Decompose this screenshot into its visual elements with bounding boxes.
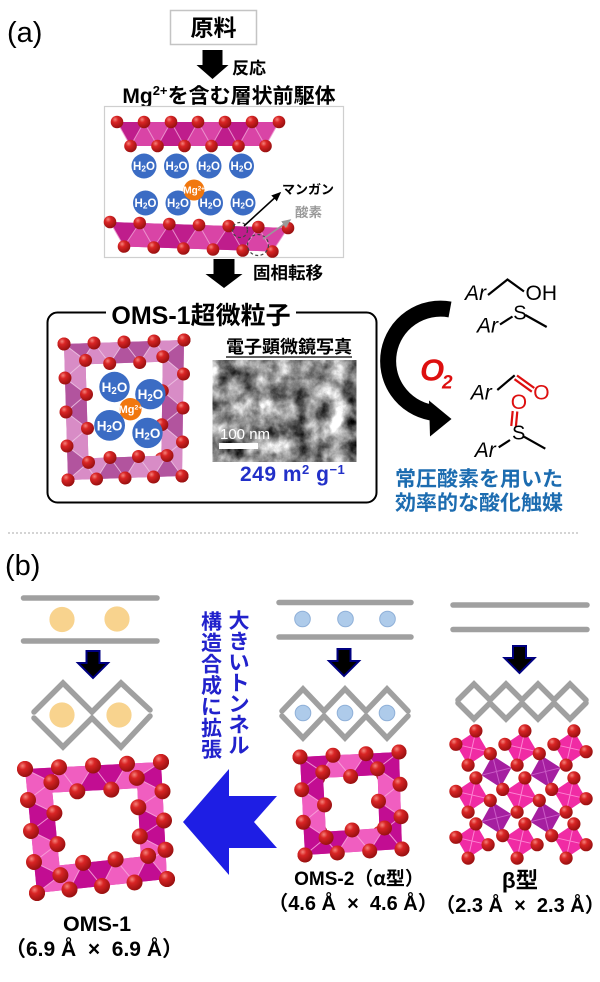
svg-text:H2O: H2O: [135, 426, 161, 443]
svg-text:H2O: H2O: [232, 198, 254, 211]
svg-text:2.3 Å × 2.3 Å: 2.3 Å × 2.3 Å: [455, 893, 585, 917]
svg-text:O: O: [420, 353, 444, 388]
svg-text:H2O: H2O: [102, 380, 128, 397]
svg-text:S: S: [512, 423, 525, 445]
svg-text:2+: 2+: [153, 83, 168, 98]
svg-text:H2O: H2O: [167, 198, 189, 211]
svg-text:H2O: H2O: [231, 161, 253, 174]
svg-text:Ar: Ar: [473, 439, 497, 462]
svg-text:H2O: H2O: [135, 198, 157, 211]
svg-text:O: O: [511, 391, 527, 414]
svg-text:6.9 Å × 6.9 Å: 6.9 Å × 6.9 Å: [26, 937, 162, 961]
svg-text:Ar: Ar: [469, 382, 493, 405]
svg-text:249 m2 g−1: 249 m2 g−1: [240, 462, 345, 486]
svg-text:H2O: H2O: [138, 387, 164, 404]
svg-text:OMS-2: OMS-2: [294, 869, 354, 890]
svg-text:2: 2: [441, 373, 453, 394]
svg-text:Ar: Ar: [475, 315, 499, 338]
svg-text:H2O: H2O: [200, 198, 222, 211]
svg-text:OH: OH: [526, 282, 558, 305]
svg-text:OMS-1: OMS-1: [111, 302, 190, 330]
svg-text:H2O: H2O: [97, 418, 123, 435]
svg-text:Ar: Ar: [463, 282, 487, 305]
svg-text:OMS-1: OMS-1: [63, 912, 131, 936]
svg-text:H2O: H2O: [166, 161, 188, 174]
svg-text:100 nm: 100 nm: [220, 426, 270, 443]
svg-text:Mg2+: Mg2+: [183, 185, 205, 196]
svg-text:(a): (a): [7, 17, 42, 49]
svg-text:H2O: H2O: [133, 161, 155, 174]
svg-text:β: β: [502, 868, 516, 893]
svg-text:4.6 Å × 4.6 Å: 4.6 Å × 4.6 Å: [288, 891, 418, 915]
svg-text:Mg: Mg: [122, 85, 152, 108]
svg-text:S: S: [513, 303, 526, 325]
svg-text:H2O: H2O: [198, 161, 220, 174]
svg-text:O: O: [533, 382, 549, 405]
svg-text:(b): (b): [5, 550, 40, 582]
